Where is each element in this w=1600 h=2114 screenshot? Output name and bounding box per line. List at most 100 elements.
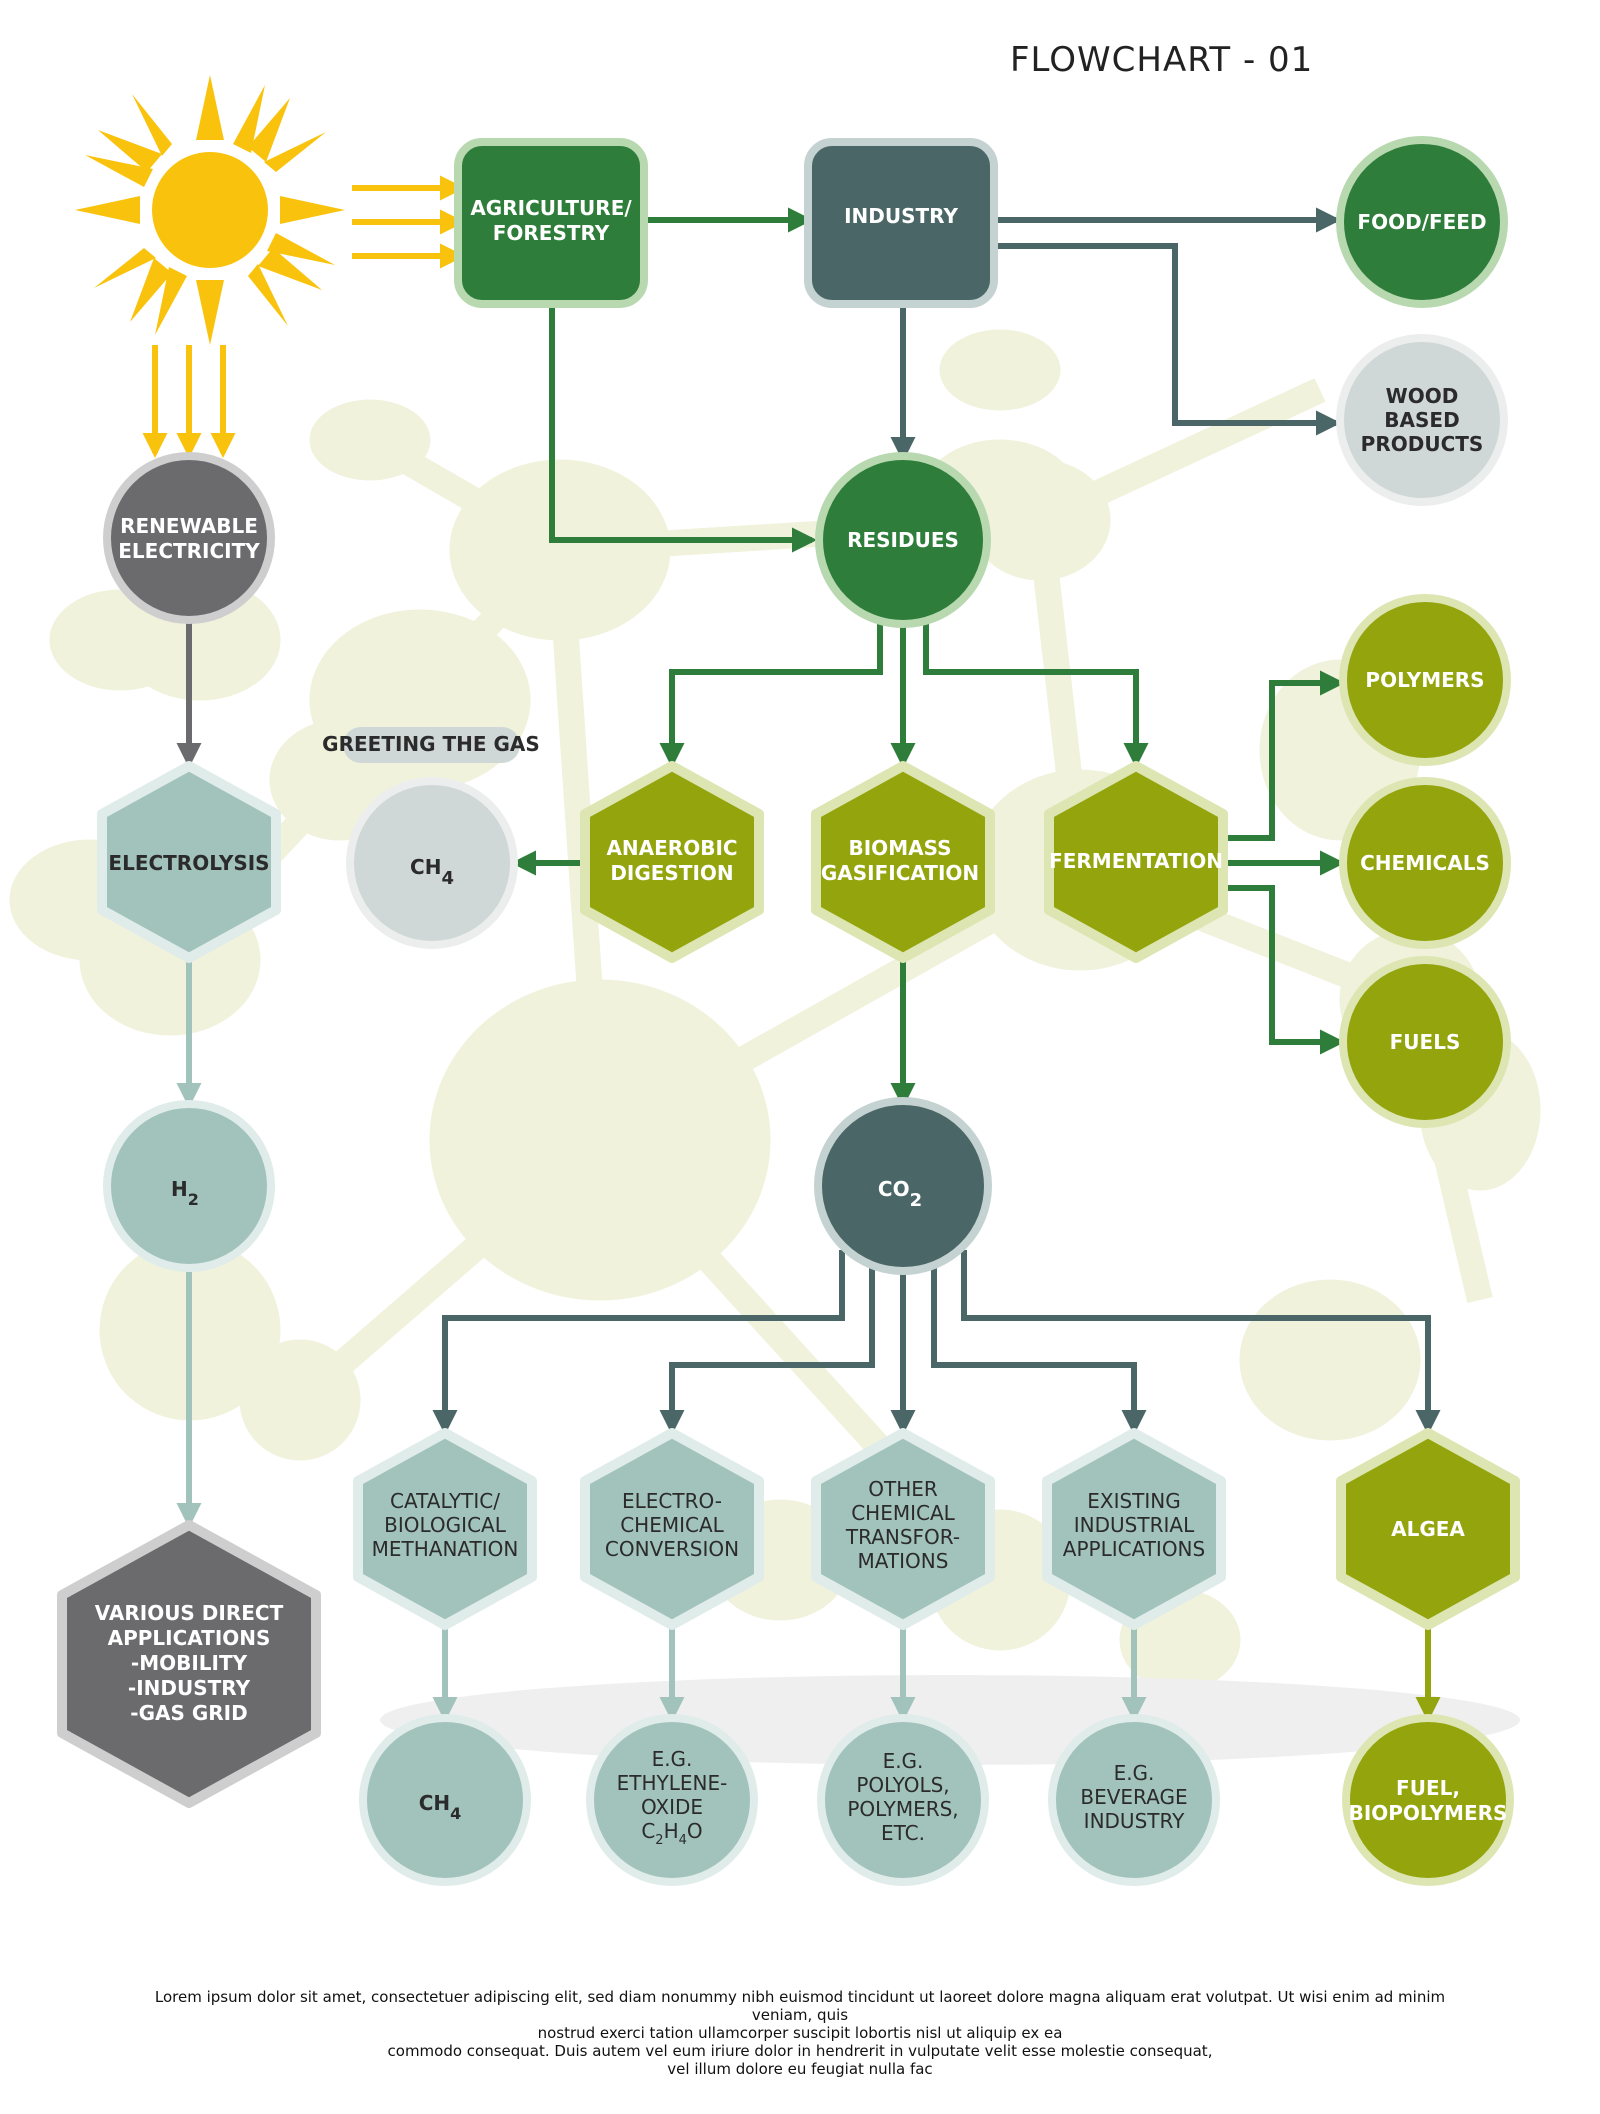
electrolysis-node: ELECTROLYSIS [97,761,281,963]
fuel-bio-label: FUEL, [1396,1776,1460,1800]
ch4-bottom-label: CH [419,1791,450,1815]
agriculture-node: AGRICULTURE/FORESTRY [454,138,648,308]
polyols-label: POLYOLS, [856,1773,949,1797]
svg-text:E.G.ETHYLENE-OXIDE: E.G.ETHYLENE-OXIDE [617,1747,728,1819]
footer-line: vel illum dolore eu feugiat nulla fac [667,2060,933,2078]
co2-subscript: 2 [910,1190,923,1211]
anaerobic-label: ANAEROBIC [606,836,737,860]
electrochemical-label: ELECTRO- [622,1489,722,1513]
co2-node: CO2 [814,1097,992,1275]
catalytic-label: CATALYTIC/ [390,1489,500,1513]
anaerobic-label: DIGESTION [610,861,733,885]
ch4-bottom-node: CH4 [359,1714,531,1886]
various-label: APPLICATIONS [108,1626,271,1650]
greeting-the-gas-tag: GREETING THE GAS [322,727,540,763]
other-chemical-label: CHEMICAL [851,1501,955,1525]
svg-text:ELECTROLYSIS: ELECTROLYSIS [108,851,269,875]
various-label: -INDUSTRY [128,1676,251,1700]
electrolysis-label: ELECTROLYSIS [108,851,269,875]
polyols-node: E.G.POLYOLS,POLYMERS,ETC. [817,1714,989,1886]
svg-text:FUELS: FUELS [1390,1030,1461,1054]
h2-node: H2 [103,1100,275,1272]
electrochemical-label: CONVERSION [605,1537,739,1561]
svg-text:RESIDUES: RESIDUES [847,528,959,552]
residues-label: RESIDUES [847,528,959,552]
ch4-top-node: CH4 [346,777,518,949]
formula-part: H [664,1819,679,1843]
svg-text:FUEL,BIOPOLYMERS: FUEL,BIOPOLYMERS [1349,1776,1508,1825]
ethylene-label: OXIDE [641,1795,703,1819]
renewable-label: ELECTRICITY [118,539,260,563]
fuels-label: FUELS [1390,1030,1461,1054]
ch4-bottom-subscript: 4 [450,1804,461,1823]
svg-text:ALGEA: ALGEA [1391,1517,1465,1541]
wood-label: BASED [1384,408,1459,432]
page-title: FLOWCHART - 01 [1010,40,1314,80]
svg-text:CH4: CH4 [419,1791,462,1823]
footer-line: Lorem ipsum dolor sit amet, consectetuer… [154,1988,1446,2024]
h2-label: H [171,1177,188,1201]
fermentation-node: FERMENTATION [1044,761,1228,963]
existing-label: EXISTING [1087,1489,1181,1513]
polyols-label: ETC. [881,1821,925,1845]
beverage-label: INDUSTRY [1084,1809,1185,1833]
svg-text:INDUSTRY: INDUSTRY [844,204,958,228]
wood-label: PRODUCTS [1361,432,1484,456]
svg-text:POLYMERS: POLYMERS [1365,668,1484,692]
other-chemical-label: OTHER [868,1477,938,1501]
footer-text: Lorem ipsum dolor sit amet, consectetuer… [140,1988,1460,2078]
wood-label: WOOD [1386,384,1459,408]
algea-node: ALGEA [1336,1428,1520,1630]
svg-text:FERMENTATION: FERMENTATION [1049,849,1223,873]
beverage-label: E.G. [1114,1761,1155,1785]
biomass-label: GASIFICATION [821,861,979,885]
algea-label: ALGEA [1391,1517,1465,1541]
other-chemical-label: MATIONS [858,1549,949,1573]
polyols-label: E.G. [883,1749,924,1773]
various-label: -MOBILITY [131,1651,248,1675]
svg-text:CH4: CH4 [410,855,454,889]
chemicals-label: CHEMICALS [1360,851,1490,875]
existing-label: APPLICATIONS [1063,1537,1205,1561]
food-feed-node: FOOD/FEED [1336,136,1508,308]
footer-line: commodo consequat. Duis autem vel eum ir… [387,2042,1213,2060]
other-chemical-label: TRANSFOR- [845,1525,960,1549]
renewable-label: RENEWABLE [120,514,258,538]
polyols-label: POLYMERS, [847,1797,958,1821]
industry-label: INDUSTRY [844,204,958,228]
svg-text:CO2: CO2 [878,1177,922,1211]
svg-text:AGRICULTURE/FORESTRY: AGRICULTURE/FORESTRY [470,196,632,245]
svg-text:C2H4O: C2H4O [641,1819,702,1848]
formula-subscript: 4 [679,1833,687,1848]
svg-text:FOOD/FEED: FOOD/FEED [1357,210,1486,234]
food-feed-label: FOOD/FEED [1357,210,1486,234]
polymers-label: POLYMERS [1365,668,1484,692]
electrochemical-label: CHEMICAL [620,1513,724,1537]
fuel-bio-label: BIOPOLYMERS [1349,1801,1508,1825]
ch4-subscript: 4 [441,868,454,889]
residues-node: RESIDUES [815,452,991,628]
sun-icon [75,75,345,345]
existing-label: INDUSTRIAL [1074,1513,1195,1537]
h2-subscript: 2 [188,1190,199,1209]
various-label: -GAS GRID [130,1701,247,1725]
chemicals-node: CHEMICALS [1339,777,1511,949]
agriculture-label: AGRICULTURE/ [470,196,632,220]
